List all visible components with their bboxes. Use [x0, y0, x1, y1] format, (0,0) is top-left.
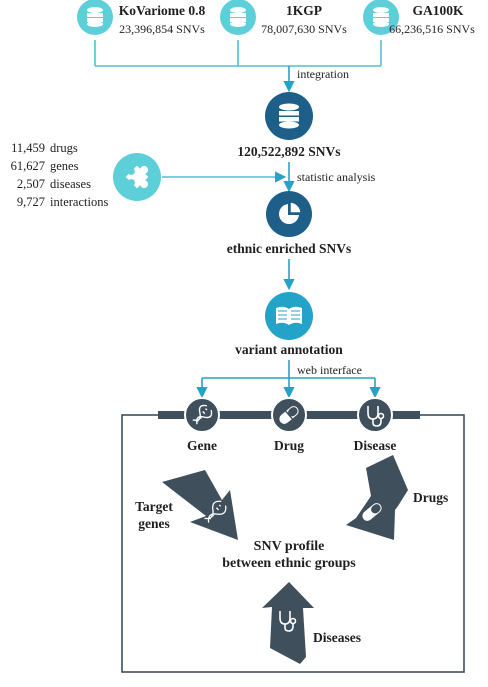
book-icon: [276, 306, 302, 325]
analysis-connector: [162, 162, 295, 193]
drug-database-node: [113, 153, 161, 201]
center-label-line2: between ethnic groups: [222, 556, 356, 571]
pill-icon: [279, 406, 299, 424]
database-icon: [279, 103, 299, 129]
integration-label: integration: [297, 67, 349, 81]
tab-disease[interactable]: Disease: [354, 397, 397, 453]
pill-icon: [362, 503, 382, 521]
source-name: 1KGP: [286, 3, 322, 18]
center-label-line1: SNV profile: [254, 539, 325, 554]
source-count: 66,236,516 SNVs: [389, 22, 475, 36]
database-icon: [87, 7, 103, 27]
target-genes-arrow: Target genes: [135, 470, 238, 540]
tab-disease-circle[interactable]: [357, 397, 393, 433]
diseases-arrow: Diseases: [262, 582, 361, 664]
enriched-label: ethnic enriched SNVs: [227, 241, 352, 256]
target-genes-label: Target: [135, 499, 173, 514]
web-interface-label: web interface: [297, 363, 362, 377]
target-genes-arrow-shape: [162, 470, 238, 540]
source-node-circle: [220, 0, 256, 35]
drug-database-stats: 11,459 drugs 61,627 genes 2,507 diseases…: [11, 141, 109, 209]
annotation-node: variant annotation: [235, 292, 343, 357]
pie-chart-icon: [279, 201, 302, 224]
target-genes-label: genes: [138, 516, 170, 531]
dna-icon: [204, 500, 227, 523]
source-count: 78,007,630 SNVs: [261, 22, 347, 36]
stat-value: 9,727: [17, 195, 45, 209]
web-interface-connector: [196, 360, 381, 399]
stethoscope-icon: [279, 611, 297, 632]
stat-value: 61,627: [11, 159, 45, 173]
tab-drug[interactable]: Drug: [271, 397, 307, 453]
stat-label: diseases: [50, 177, 91, 191]
drugs-arrow-shape: [346, 455, 408, 540]
enriched-node: ethnic enriched SNVs: [227, 191, 352, 256]
source-name: GA100K: [412, 3, 464, 18]
source-count: 23,396,854 SNVs: [119, 22, 205, 36]
source-node-circle: [77, 0, 113, 35]
source-kovariome: KoVariome 0.8 23,396,854 SNVs: [77, 0, 205, 36]
merged-count: 120,522,892 SNVs: [237, 144, 340, 159]
tab-gene-circle[interactable]: [184, 397, 220, 433]
drugs-label: Drugs: [413, 490, 448, 505]
source-name: KoVariome 0.8: [119, 3, 206, 18]
merged-database: 120,522,892 SNVs: [237, 92, 341, 159]
source-node-circle: [363, 0, 399, 35]
integration-connector: [94, 40, 382, 93]
tab-gene-label[interactable]: Gene: [187, 438, 217, 453]
stat-value: 2,507: [17, 177, 45, 191]
annotation-label: variant annotation: [235, 342, 343, 357]
diseases-label: Diseases: [313, 630, 361, 645]
stat-label: drugs: [50, 141, 78, 155]
dna-icon: [192, 404, 213, 425]
database-icon: [230, 7, 246, 27]
source-1kgp: 1KGP 78,007,630 SNVs: [220, 0, 347, 36]
puzzle-icon: [125, 165, 149, 189]
database-icon: [373, 7, 389, 27]
stethoscope-icon: [367, 406, 385, 427]
tab-drug-label[interactable]: Drug: [274, 438, 304, 453]
merged-node-circle: [265, 92, 313, 140]
statistic-label: statistic analysis: [297, 170, 376, 184]
drugs-arrow: Drugs: [346, 455, 448, 540]
stat-label: interactions: [50, 195, 108, 209]
stat-value: 11,459: [11, 141, 45, 155]
tab-disease-label[interactable]: Disease: [354, 438, 397, 453]
stat-label: genes: [50, 159, 79, 173]
source-ga100k: GA100K 66,236,516 SNVs: [363, 0, 475, 36]
tab-gene[interactable]: Gene: [184, 397, 220, 453]
